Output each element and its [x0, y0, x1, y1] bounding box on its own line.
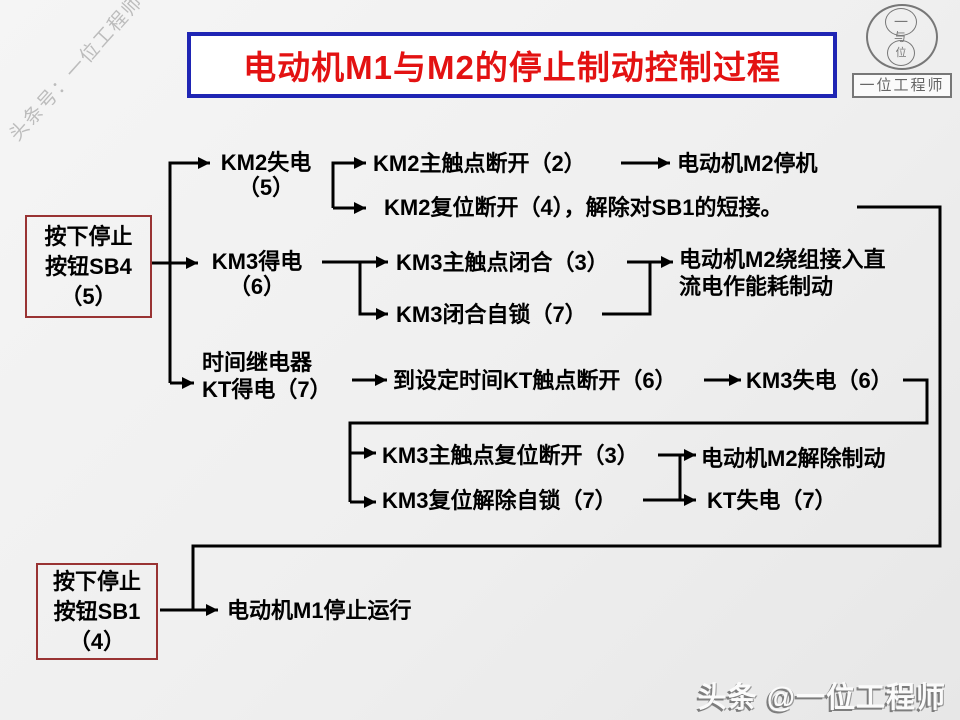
node-km3-main-reset: KM3主触点复位断开（3） [382, 443, 639, 468]
node-km3-loss: KM3失电（6） [746, 368, 893, 393]
node-km2-loss: KM2失电 （5） [220, 150, 312, 200]
sb1-line3: （4） [68, 628, 126, 654]
node-km3-unlock: KM3复位解除自锁（7） [382, 488, 617, 513]
node-m1-stop: 电动机M1停止运行 [227, 598, 412, 623]
logo-ring-icon: 一 与 位 [866, 4, 938, 70]
logo-label: 一位工程师 [852, 73, 952, 98]
sb4-line1: 按下停止 [44, 223, 133, 249]
node-km3-energized: KM3得电 （6） [211, 249, 303, 299]
sb1-stop-box: 按下停止 按钮SB1 （4） [36, 563, 158, 660]
engineer-logo: 一 与 位 一位工程师 [852, 4, 952, 98]
node-kt-energized: 时间继电器 KT得电（7） [202, 350, 332, 402]
node-km2-main-open: KM2主触点断开（2） [373, 151, 586, 176]
sb4-stop-box: 按下停止 按钮SB4 （5） [25, 215, 152, 318]
node-kt-timeout: 到设定时间KT触点断开（6） [393, 368, 677, 393]
sb1-line2: 按钮SB1 [53, 598, 141, 624]
node-m2-stop: 电动机M2停机 [677, 151, 818, 176]
title-box: 电动机M1与M2的停止制动控制过程 [187, 32, 837, 98]
sb4-line2: 按钮SB4 [45, 253, 132, 279]
node-km3-selflock: KM3闭合自锁（7） [396, 302, 587, 327]
sb4-line3: （5） [60, 283, 117, 309]
logo-top-circle: 一 [885, 8, 917, 36]
node-km3-main-close: KM3主触点闭合（3） [396, 250, 609, 275]
slide-title: 电动机M1与M2的停止制动控制过程 [243, 49, 781, 86]
logo-bottom-circle: 位 [887, 40, 915, 66]
sb1-line1: 按下停止 [52, 568, 141, 594]
node-m2-release: 电动机M2解除制动 [701, 446, 886, 471]
footer-watermark: 头条 @一位工程师 [697, 682, 946, 714]
node-kt-loss: KT失电（7） [707, 488, 837, 513]
node-m2-dc-brake: 电动机M2绕组接入直 流电作能耗制动 [679, 247, 886, 299]
node-km2-reset: KM2复位断开（4），解除对SB1的短接。 [384, 195, 783, 220]
